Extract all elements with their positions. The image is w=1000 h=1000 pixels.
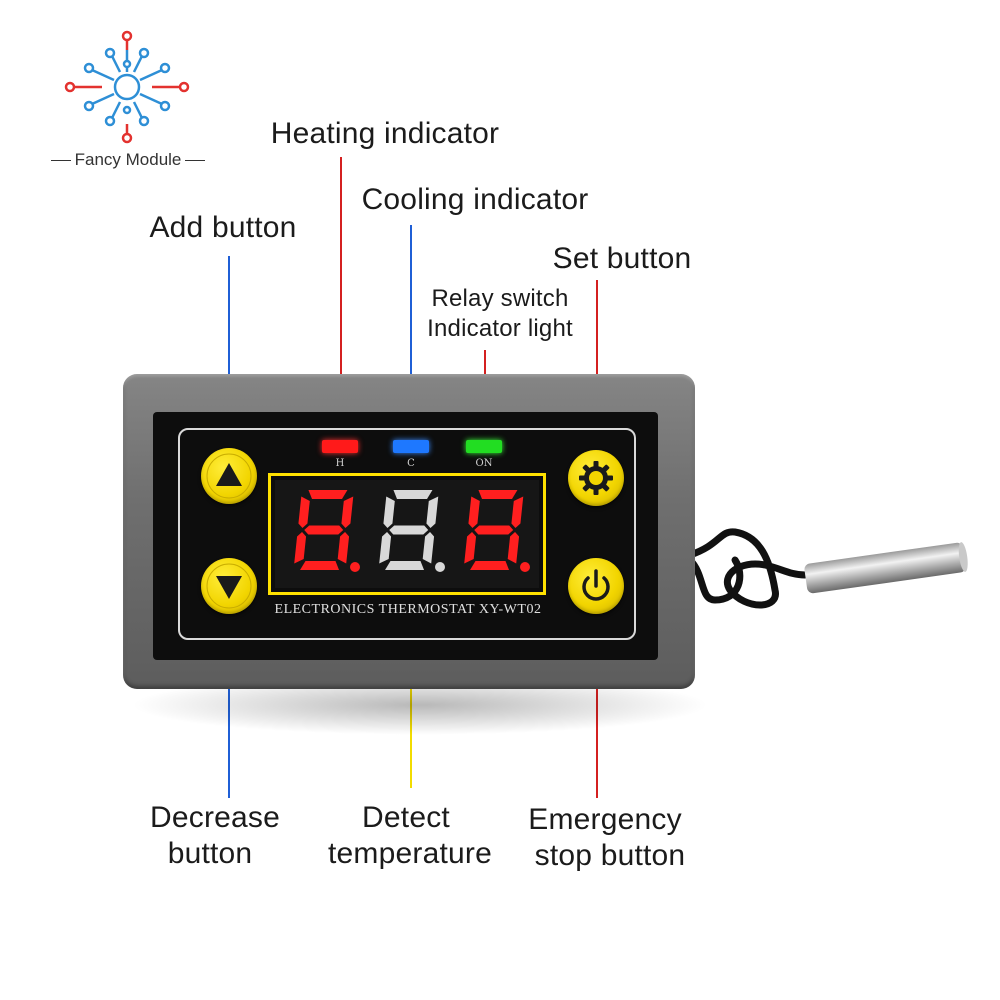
emergency-stop-button[interactable]: [568, 558, 624, 614]
heating-led: [322, 440, 358, 453]
heating-led-label: H: [335, 458, 345, 469]
relay-led-label: ON: [475, 458, 493, 469]
panel-frame: [178, 428, 636, 640]
digit-segment: [304, 525, 344, 535]
cooling-callout-line: [410, 225, 412, 440]
relay-label-line1: Relay switch: [431, 285, 569, 312]
heating-indicator-label: Heating indicator: [270, 117, 500, 150]
digit-segment: [511, 496, 524, 528]
digit-segment: [337, 532, 350, 564]
relay-label-line2: Indicator light: [427, 315, 573, 342]
add-button[interactable]: [201, 448, 257, 504]
decrease-button-callout-line: [228, 598, 230, 798]
detect-label-line2: temperature: [328, 837, 492, 870]
display-digit: [294, 490, 354, 570]
triangle-down-icon: [206, 563, 252, 609]
digit-segment: [308, 490, 348, 499]
digit-segment: [474, 525, 514, 535]
model-text: ELECTRONICS THERMOSTAT XY-WT02: [274, 602, 542, 617]
decimal-point: [350, 562, 360, 572]
digit-segment: [468, 496, 480, 528]
cooling-indicator-label: Cooling indicator: [361, 183, 589, 216]
display-digit: [464, 490, 524, 570]
add-button-callout-line: [228, 256, 230, 454]
digit-segment: [341, 496, 354, 528]
digit-segment: [470, 561, 510, 570]
circuit-logo-icon: [64, 30, 190, 144]
digit-segment: [383, 496, 395, 528]
digit-segment: [507, 532, 520, 564]
digit-segment: [298, 496, 310, 528]
detect-label-line1: Detect: [362, 801, 450, 834]
decimal-point: [435, 562, 445, 572]
gear-icon: [579, 461, 613, 495]
digit-segment: [379, 532, 392, 564]
triangle-up-icon: [206, 453, 252, 499]
digit-segment: [385, 561, 425, 570]
decrease-label-line1: Decrease: [150, 801, 280, 834]
digit-segment: [426, 496, 439, 528]
emergency-label-line2: stop button: [534, 839, 686, 872]
cooling-led-label: C: [407, 458, 415, 469]
relay-led: [466, 440, 502, 453]
brand-name: Fancy Module: [38, 150, 218, 170]
set-button-callout-line: [596, 280, 598, 452]
digit-segment: [464, 532, 477, 564]
digit-segment: [478, 490, 518, 499]
digit-segment: [300, 561, 340, 570]
emergency-callout-line: [596, 598, 598, 798]
emergency-label-line1: Emergency: [528, 803, 682, 836]
heating-callout-line: [340, 157, 342, 440]
decrease-button[interactable]: [201, 558, 257, 614]
temperature-display: [268, 473, 546, 595]
decrease-label-line2: button: [167, 837, 253, 870]
add-button-label: Add button: [149, 211, 297, 244]
seven-segment-display: [294, 490, 530, 572]
digit-segment: [393, 490, 433, 499]
set-button-label: Set button: [552, 242, 692, 275]
digit-segment: [389, 525, 429, 535]
cooling-led: [393, 440, 429, 453]
decimal-point: [520, 562, 530, 572]
display-digit: [379, 490, 439, 570]
digit-segment: [422, 532, 435, 564]
detect-callout-line: [410, 596, 412, 788]
set-button[interactable]: [568, 450, 624, 506]
digit-segment: [294, 532, 307, 564]
power-icon: [582, 569, 610, 601]
